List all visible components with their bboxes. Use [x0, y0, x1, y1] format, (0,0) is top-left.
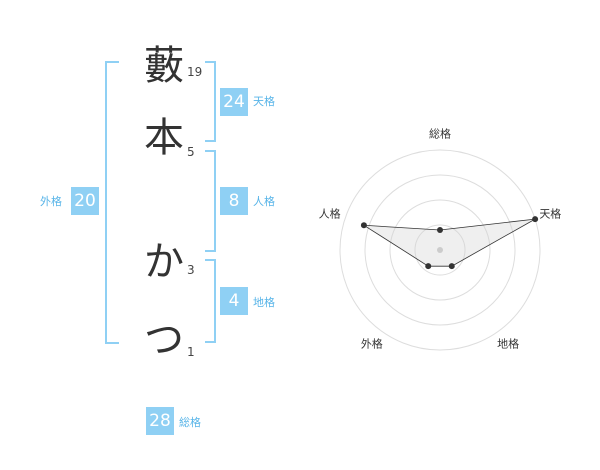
radar-point-3	[448, 263, 455, 270]
name-char-3: か	[144, 239, 184, 285]
radar-grid-ring-2	[389, 199, 491, 301]
gaikaku-label: 外格	[40, 195, 62, 208]
chikaku-label: 地格	[253, 296, 275, 309]
stroke-count-4: 1	[187, 345, 195, 359]
name-char-1: 藪	[144, 43, 184, 89]
radar-grid-ring-3	[364, 174, 516, 326]
tenkaku-label: 天格	[253, 95, 275, 108]
stroke-count-2: 5	[187, 145, 195, 159]
radar-axis-label-4: 外格	[361, 336, 383, 350]
radar-axis-label-5: 人格	[319, 207, 341, 221]
jinkaku-bracket	[205, 150, 216, 252]
radar-point-4	[425, 263, 432, 270]
radar-axis-label-1: 総格	[429, 127, 451, 141]
radar-grid-ring-4	[339, 149, 541, 351]
soukaku-label: 総格	[179, 416, 201, 429]
chikaku-value: 4	[220, 287, 248, 315]
soukaku-value: 28	[146, 407, 174, 435]
stroke-count-3: 3	[187, 263, 195, 277]
radar-area	[363, 218, 536, 267]
tenkaku-bracket	[205, 61, 216, 142]
gaikaku-value: 20	[71, 187, 99, 215]
radar-grid-ring-1	[414, 224, 466, 276]
stroke-count-1: 19	[187, 65, 203, 79]
name-char-4: つ	[144, 317, 184, 363]
chikaku-bracket	[205, 259, 216, 343]
radar-axis-label-2: 天格	[539, 207, 561, 221]
radar-point-5	[360, 222, 367, 229]
tenkaku-value: 24	[220, 88, 248, 116]
name-char-2: 本	[144, 115, 184, 161]
jinkaku-value: 8	[220, 187, 248, 215]
radar-point-1	[437, 227, 443, 233]
radar-center-dot	[437, 247, 443, 253]
radar-axis-label-3: 地格	[497, 336, 519, 350]
gaikaku-bracket	[105, 61, 119, 344]
jinkaku-label: 人格	[253, 195, 275, 208]
radar-point-2	[532, 216, 539, 223]
